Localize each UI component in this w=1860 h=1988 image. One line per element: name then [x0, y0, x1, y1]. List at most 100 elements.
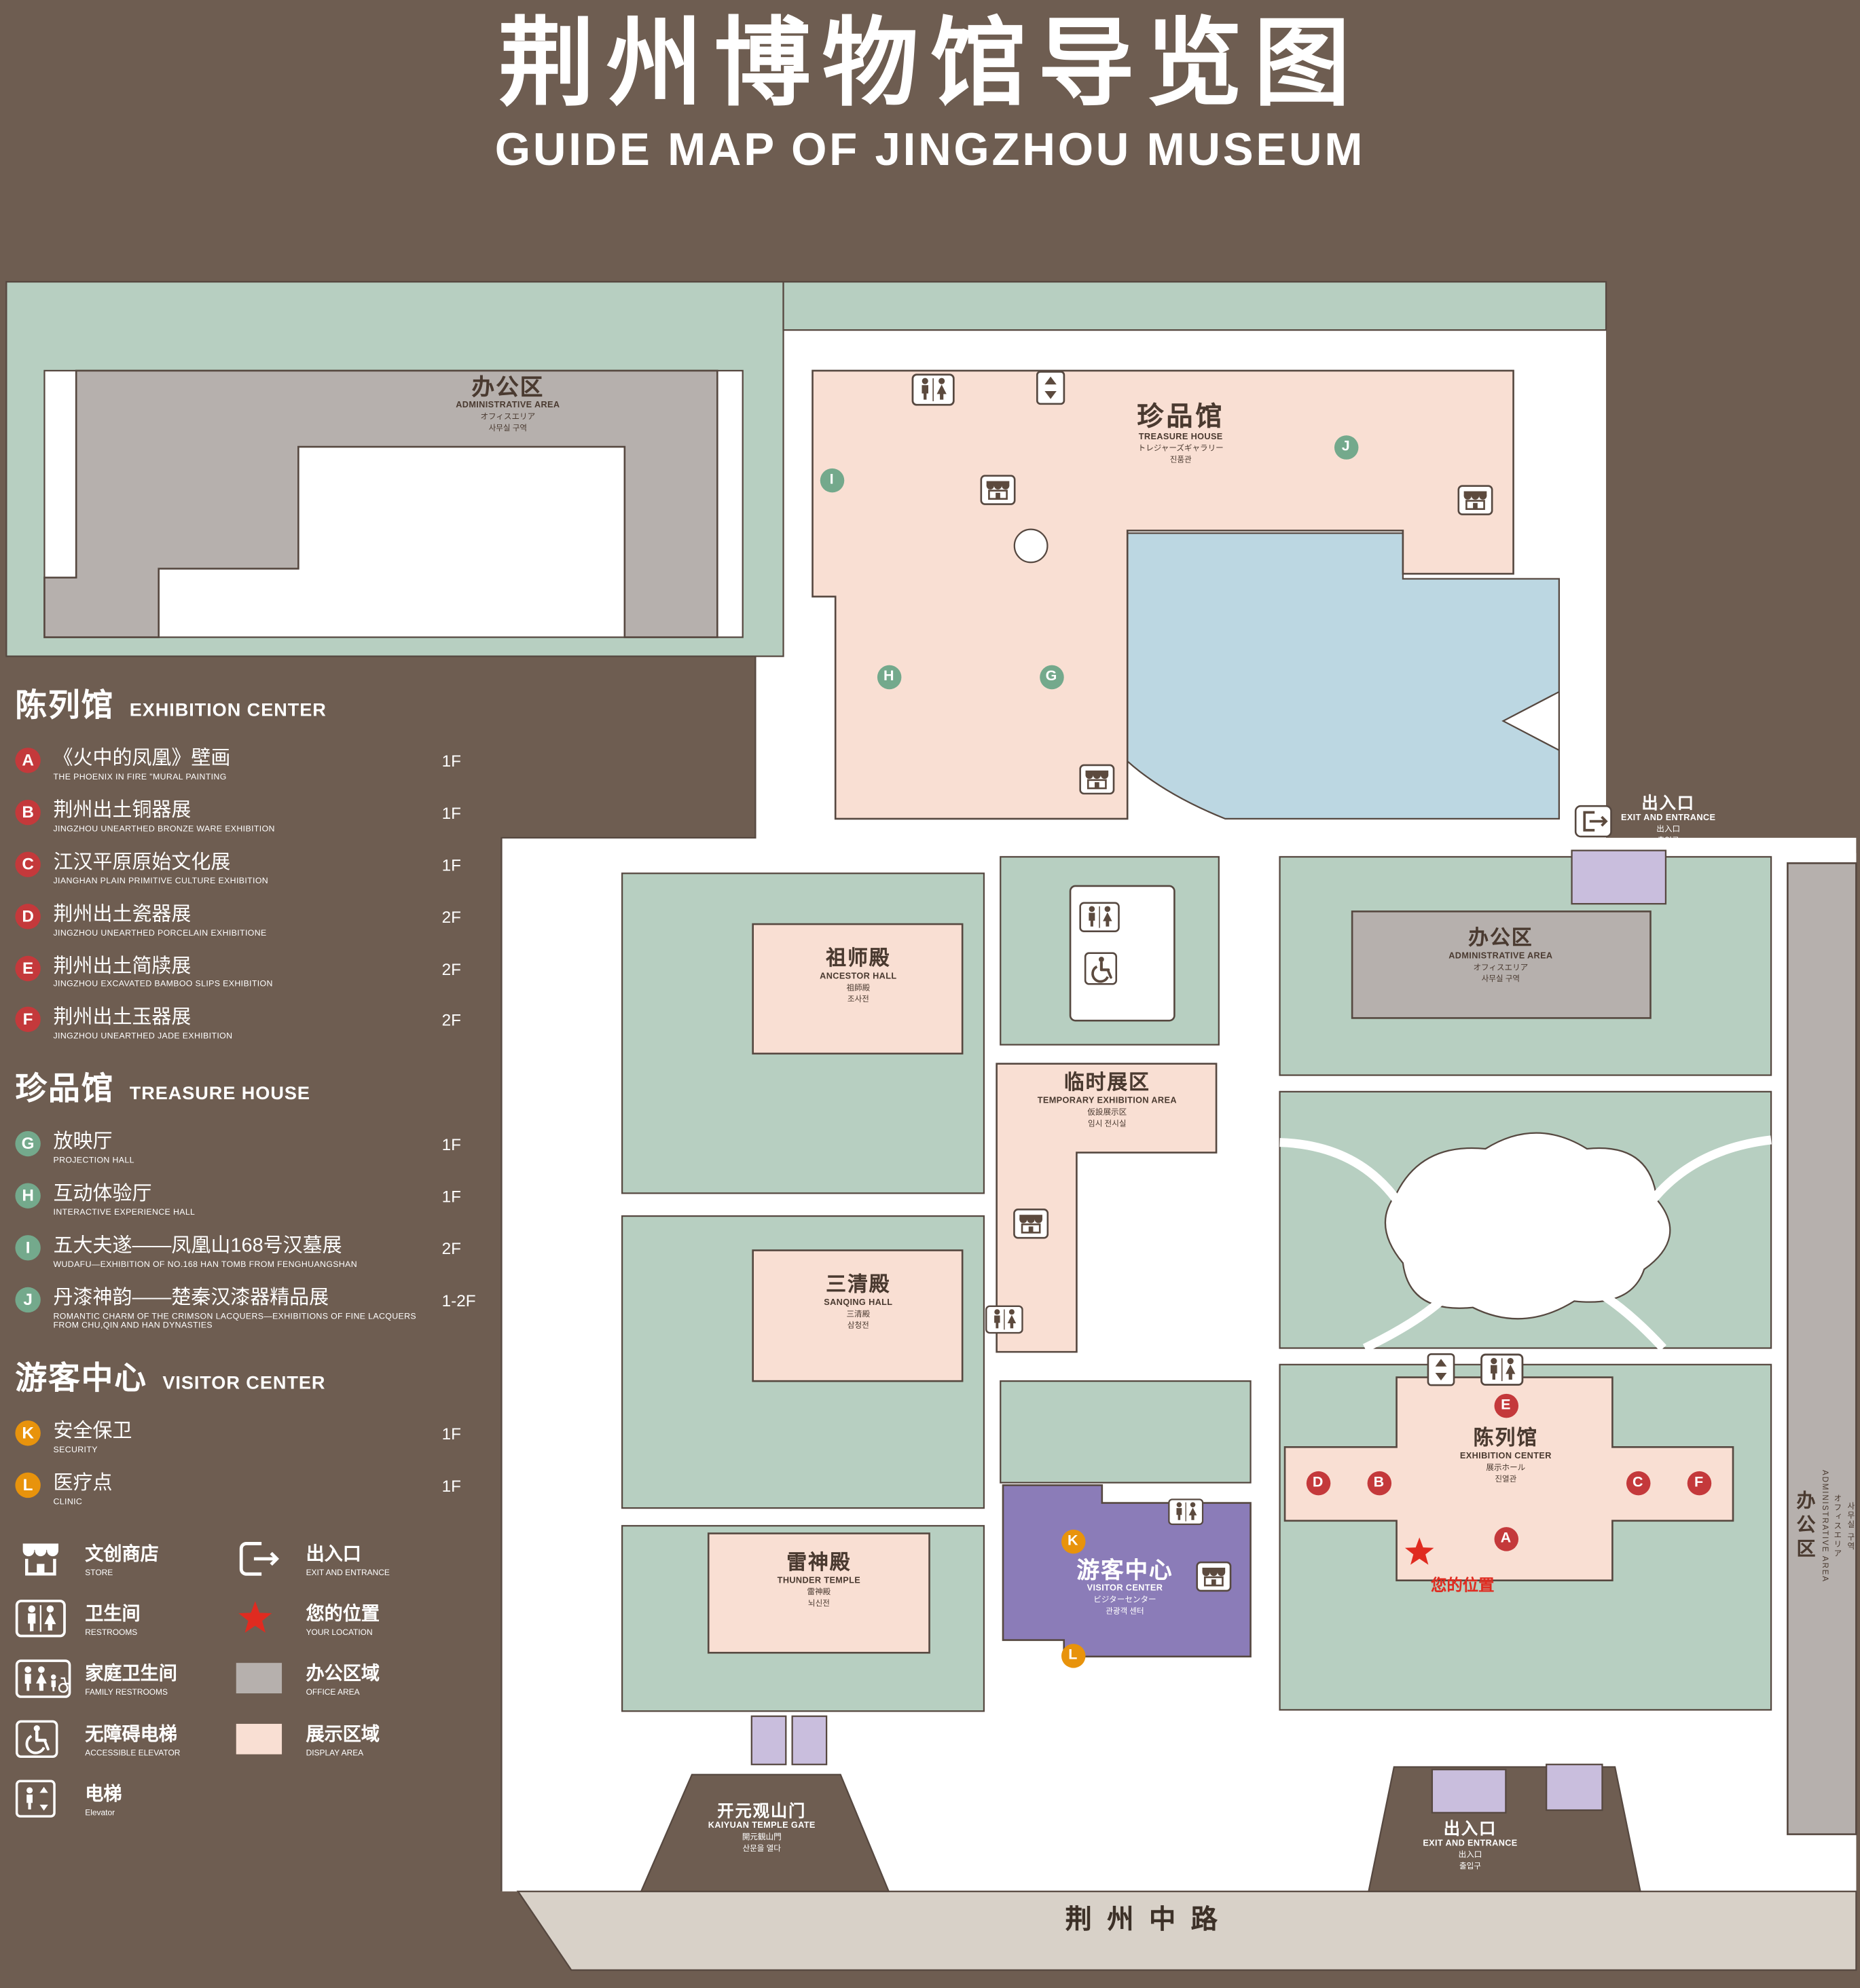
header: 荆州博物馆导览图 GUIDE MAP OF JINGZHOU MUSEUM [0, 0, 1860, 177]
accessible-elevator-icon [15, 1719, 58, 1757]
label-zh: 出入口 [1641, 793, 1695, 813]
item-text: 互动体验厅 INTERACTIVE EXPERIENCE HALL [54, 1182, 442, 1217]
label-zh: 雷神殿 [786, 1552, 852, 1575]
item-floor: 1F [441, 1424, 461, 1443]
map-marker-e: E [1493, 1393, 1518, 1418]
marker-badge: F [15, 1007, 41, 1033]
restrooms-icon [15, 1599, 66, 1637]
item-en: INTERACTIVE EXPERIENCE HALL [53, 1208, 196, 1217]
accessible-restroom-icon [1084, 952, 1118, 985]
your-location-star-icon [1403, 1536, 1436, 1568]
page-title: 荆州博物馆导览图 [498, 10, 1362, 118]
map-marker-b: B [1366, 1470, 1391, 1495]
item-en: THE PHOENIX IN FIRE "MURAL PAINTING [53, 773, 227, 782]
label-jp: ビジターセンター [1093, 1596, 1156, 1605]
marker-badge: K [15, 1420, 41, 1446]
label-kr: 관광객 센터 [1106, 1606, 1144, 1617]
label-kr: 진열관 [1495, 1475, 1517, 1484]
label-en: ADMINISTRATIVE AREA [1820, 1469, 1829, 1583]
label-kr: 진품관 [1169, 456, 1192, 465]
item-floor: 2F [441, 907, 461, 927]
item-text: 荆州出土简牍展 JINGZHOU EXCAVATED BAMBOO SLIPS … [54, 954, 442, 989]
item-zh: 江汉平原原始文化展 [53, 851, 231, 873]
label-zh: 开元观山门 [717, 1801, 807, 1821]
label-zh: 办公区 [1793, 1489, 1816, 1562]
label-en: TREASURE HOUSE [1138, 432, 1223, 442]
garden-path-2 [1649, 1135, 1772, 1202]
marker-badge: E [15, 955, 41, 981]
label-jp: 三清殿 [846, 1310, 871, 1320]
marker-badge: H [15, 1183, 41, 1209]
entrance-pad-south-2 [1546, 1763, 1603, 1811]
item-zh: 荆州出土瓷器展 [53, 903, 192, 925]
item-zh: 医疗点 [53, 1472, 113, 1494]
map-label-temporary-exhibition: 临时展区 TEMPORARY EXHIBITION AREA 仮設展示区 임시 … [1038, 1073, 1177, 1129]
label-en: VISITOR CENTER [1087, 1584, 1163, 1594]
symbol-en: YOUR LOCATION [306, 1627, 373, 1637]
item-en: JINGZHOU UNEARTHED PORCELAIN EXHIBITIONE [53, 928, 267, 938]
restrooms-icon [1168, 1498, 1203, 1526]
symbol-en: RESTROOMS [85, 1627, 138, 1637]
item-text: 放映厅 PROJECTION HALL [54, 1130, 442, 1165]
item-zh: 互动体验厅 [53, 1183, 152, 1205]
label-en: ANCESTOR HALL [820, 972, 897, 982]
map-marker-k: K [1061, 1528, 1085, 1553]
label-zh: 祖师殿 [826, 948, 891, 970]
label-jp: 祖師殿 [846, 984, 871, 993]
road-name: 荆州中路 [1065, 1905, 1233, 1935]
legend-item-c: C 江汉平原原始文化展 JIANGHAN PLAIN PRIMITIVE CUL… [15, 850, 487, 885]
legend-item-d: D 荆州出土瓷器展 JINGZHOU UNEARTHED PORCELAIN E… [15, 902, 487, 938]
label-en: KAIYUAN TEMPLE GATE [708, 1821, 816, 1830]
entrance-pad-south-1 [1431, 1769, 1507, 1814]
item-text: 江汉平原原始文化展 JIANGHAN PLAIN PRIMITIVE CULTU… [54, 850, 442, 885]
label-zh: 游客中心 [1076, 1557, 1173, 1583]
restrooms-icon [985, 1305, 1023, 1334]
label-kr: 뇌신전 [807, 1599, 830, 1608]
item-text: 医疗点 CLINIC [54, 1471, 442, 1506]
item-text: 荆州出土铜器展 JINGZHOU UNEARTHED BRONZE WARE E… [54, 798, 442, 834]
label-jp: 展示ホール [1486, 1464, 1526, 1473]
map-label-visitor-center: 游客中心 VISITOR CENTER ビジターセンター 관광객 센터 [1076, 1559, 1173, 1617]
item-text: 《火中的凤凰》壁画 THE PHOENIX IN FIRE "MURAL PAI… [54, 746, 442, 781]
family-restroom-icon [15, 1659, 71, 1698]
item-zh: 五大夫遂——凤凰山168号汉墓展 [53, 1235, 342, 1257]
legend-item-k: K 安全保卫 SECURITY 1F [15, 1419, 487, 1454]
item-en: JINGZHOU UNEARTHED JADE EXHIBITION [53, 1032, 233, 1042]
office-area-swatch [236, 1663, 282, 1694]
map-label-admin-mid: 办公区 ADMINISTRATIVE AREA オフィスエリア 사무실 구역 [1448, 929, 1552, 984]
map-label-treasure-house: 珍品馆 TREASURE HOUSE トレジャーズギャラリー 진품관 [1137, 404, 1224, 465]
legend-symbol-restroom: 卫生间 RESTROOMS [15, 1599, 236, 1637]
building-sanqing-hall [752, 1249, 964, 1382]
garden-path-4 [1599, 1291, 1666, 1351]
item-en: JINGZHOU EXCAVATED BAMBOO SLIPS EXHIBITI… [53, 980, 273, 990]
label-jp: オフィスエリア [1473, 963, 1529, 973]
map-label-admin-right: 办公区 ADMINISTRATIVE AREA オフィスエリア 사무실 구역 [1791, 1310, 1857, 1742]
legend-symbols: 文创商店 STORE 出入口 EXIT AND ENTRANCE 卫生间 RES… [15, 1539, 487, 1817]
elevator-icon [15, 1779, 56, 1817]
marker-badge: G [15, 1131, 41, 1157]
item-zh: 放映厅 [53, 1131, 113, 1154]
item-zh: 荆州出土铜器展 [53, 799, 192, 822]
marker-badge: B [15, 799, 41, 826]
symbol-en: DISPLAY AREA [306, 1748, 364, 1758]
symbol-text: 您的位置 YOUR LOCATION [306, 1599, 380, 1637]
legend-symbol-office-area: 办公区域 OFFICE AREA [236, 1659, 488, 1698]
building-admin-top-left [43, 369, 718, 638]
item-text: 荆州出土瓷器展 JINGZHOU UNEARTHED PORCELAIN EXH… [53, 902, 442, 938]
garden-path-1 [1279, 1138, 1403, 1207]
label-jp: 仮設展示区 [1087, 1108, 1127, 1118]
label-en: EXHIBITION CENTER [1459, 1452, 1552, 1461]
symbol-en: STORE [85, 1568, 113, 1577]
symbol-en: ACCESSIBLE ELEVATOR [85, 1748, 181, 1758]
marker-badge: C [15, 851, 41, 877]
label-zh: 陈列馆 [1473, 1428, 1539, 1450]
building-exhibition-center [1283, 1376, 1734, 1581]
item-floor: 1F [441, 803, 461, 823]
map-marker-a: A [1493, 1526, 1518, 1551]
legend-section-treasure: 珍品馆 TREASURE HOUSE [15, 1064, 487, 1109]
legend-item-g: G 放映厅 PROJECTION HALL 1F [15, 1130, 487, 1166]
building-temporary-exhibition [996, 1063, 1218, 1353]
courtyard-circle [1013, 528, 1048, 564]
